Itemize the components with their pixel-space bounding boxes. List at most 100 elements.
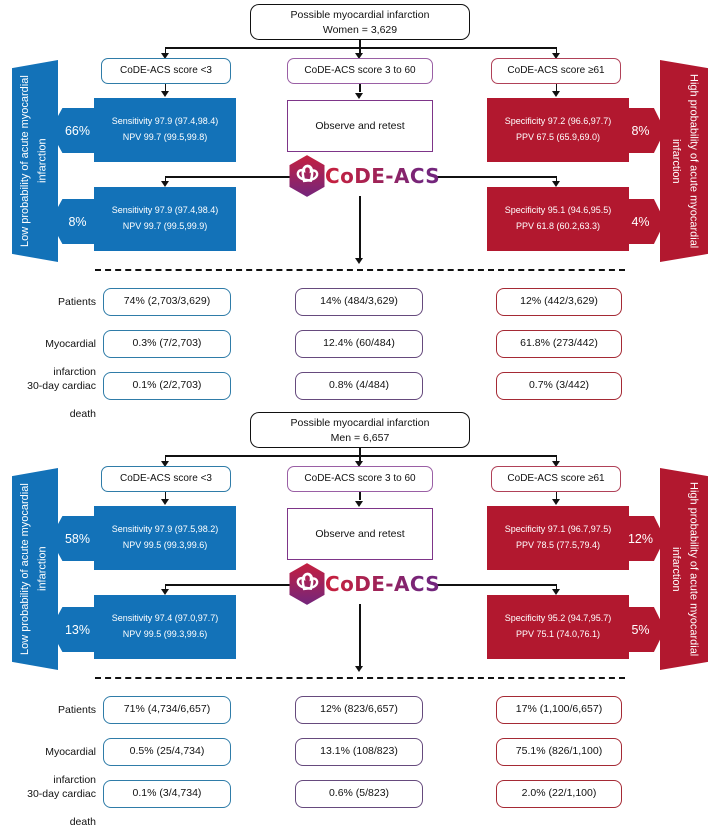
arrowhead-down-icon (355, 258, 363, 264)
arrowhead-down-icon (355, 93, 363, 99)
high-probability-banner: High probability of acute myocardial inf… (660, 468, 708, 670)
npv-value: NPV 99.5 (99.3,99.6) (122, 540, 208, 550)
specificity-value: Specificity 97.1 (96.7,97.5) (504, 524, 612, 535)
table-cell: 12% (442/3,629) (496, 288, 622, 316)
connector-line (164, 48, 167, 54)
specificity-value: Specificity 95.2 (94.7,95.7) (504, 613, 612, 624)
sensitivity-value: Sensitivity 97.9 (97.5,98.2) (111, 524, 219, 535)
table-cell: 2.0% (22/1,100) (496, 780, 622, 808)
sensitivity-value: Sensitivity 97.4 (97.0,97.7) (111, 613, 219, 624)
sensitivity-npv-box-1: Sensitivity 97.9 (97.4,98.4) NPV 99.7 (9… (94, 98, 236, 162)
specificity-ppv-box-1: Specificity 97.2 (96.6,97.7) PPV 67.5 (6… (487, 98, 629, 162)
banner-text: Low probability of acute myocardial infa… (19, 75, 49, 247)
connector-line (555, 584, 558, 590)
table-cell: 0.1% (2/2,703) (103, 372, 231, 400)
table-cell: 0.3% (7/2,703) (103, 330, 231, 358)
connector-line (359, 604, 361, 667)
npv-value: NPV 99.5 (99.3,99.6) (122, 629, 208, 639)
connector-line (359, 84, 361, 92)
table-cell: 75.1% (826/1,100) (496, 738, 622, 766)
row-label-mi: Myocardial infarction (45, 746, 96, 786)
table-cell: 0.7% (3/442) (496, 372, 622, 400)
population-title: Possible myocardial infarction (290, 417, 430, 429)
connector-line (437, 584, 557, 586)
connector-line (359, 492, 361, 500)
sensitivity-npv-box-1: Sensitivity 97.9 (97.5,98.2) NPV 99.5 (9… (94, 506, 236, 570)
logo-wordmark: CoDE-ACS (325, 572, 441, 596)
population-box: Possible myocardial infarction Women = 3… (250, 4, 470, 40)
table-cell: 0.5% (25/4,734) (103, 738, 231, 766)
banner-text: Low probability of acute myocardial infa… (19, 483, 49, 655)
connector-line (555, 176, 558, 182)
dashed-separator (95, 269, 625, 271)
arrowhead-down-icon (551, 461, 560, 467)
connector-line (359, 456, 361, 462)
connector-line (165, 176, 291, 178)
connector-line (165, 584, 291, 586)
row-label-mi: Myocardial infarction (45, 338, 96, 378)
arrowhead-down-icon (160, 589, 169, 595)
connector-line (164, 456, 167, 462)
arrowhead-down-icon (551, 499, 560, 505)
connector-line (165, 455, 557, 457)
connector-line (164, 176, 167, 182)
observe-retest-box: Observe and retest (287, 100, 433, 152)
score-high-box: CoDE-ACS score ≥61 (491, 58, 621, 84)
logo-wordmark: CoDE-ACS (325, 164, 441, 188)
high-percent-arrow-1: 8% (624, 108, 665, 153)
ppv-value: PPV 67.5 (65.9,69.0) (515, 132, 601, 142)
connector-line (359, 40, 361, 47)
interlocked-hearts-hexagon-icon (289, 155, 325, 197)
high-percent-arrow-2: 4% (624, 199, 665, 244)
connector-line (164, 584, 167, 590)
table-cell: 14% (484/3,629) (295, 288, 423, 316)
banner-text: High probability of acute myocardial inf… (670, 481, 700, 657)
arrowhead-down-icon (160, 499, 169, 505)
code-acs-logo: CoDE-ACS (287, 153, 447, 199)
row-label-patients: Patients (58, 704, 96, 716)
panel-women: Possible myocardial infarction Women = 3… (0, 0, 720, 420)
arrowhead-down-icon (551, 53, 560, 59)
arrowhead-down-icon (355, 666, 363, 672)
table-cell: 13.1% (108/823) (295, 738, 423, 766)
score-low-box: CoDE-ACS score <3 (101, 58, 231, 84)
population-title: Possible myocardial infarction (290, 9, 430, 21)
arrowhead-down-icon (551, 91, 560, 97)
arrowhead-down-icon (160, 53, 169, 59)
connector-line (555, 456, 558, 462)
arrowhead-down-icon (160, 181, 169, 187)
table-cell: 12.4% (60/484) (295, 330, 423, 358)
row-label-cardiac-death: 30-day cardiac death (27, 380, 96, 420)
table-cell: 61.8% (273/442) (496, 330, 622, 358)
connector-line (359, 48, 361, 54)
score-mid-box: CoDE-ACS score 3 to 60 (287, 58, 433, 84)
arrowhead-down-icon (160, 461, 169, 467)
connector-line (164, 84, 167, 92)
observe-retest-box: Observe and retest (287, 508, 433, 560)
row-label-patients: Patients (58, 296, 96, 308)
score-high-box: CoDE-ACS score ≥61 (491, 466, 621, 492)
npv-value: NPV 99.7 (99.5,99.9) (122, 221, 208, 231)
connector-line (165, 47, 557, 49)
arrowhead-down-icon (551, 589, 560, 595)
ppv-value: PPV 75.1 (74.0,76.1) (515, 629, 601, 639)
connector-line (359, 448, 361, 455)
row-label-cardiac-death: 30-day cardiac death (27, 788, 96, 828)
population-count: Women = 3,629 (322, 24, 398, 37)
arrowhead-down-icon (355, 53, 363, 59)
population-box: Possible myocardial infarction Men = 6,6… (250, 412, 470, 448)
arrowhead-down-icon (355, 461, 363, 467)
high-percent-arrow-1: 12% (624, 516, 665, 561)
sensitivity-value: Sensitivity 97.9 (97.4,98.4) (111, 205, 219, 216)
specificity-ppv-box-2: Specificity 95.2 (94.7,95.7) PPV 75.1 (7… (487, 595, 629, 659)
interlocked-hearts-hexagon-icon (289, 563, 325, 605)
score-low-box: CoDE-ACS score <3 (101, 466, 231, 492)
dashed-separator (95, 677, 625, 679)
sensitivity-npv-box-2: Sensitivity 97.4 (97.0,97.7) NPV 99.5 (9… (94, 595, 236, 659)
connector-line (359, 196, 361, 259)
connector-line (437, 176, 557, 178)
specificity-ppv-box-2: Specificity 95.1 (94.6,95.5) PPV 61.8 (6… (487, 187, 629, 251)
sensitivity-value: Sensitivity 97.9 (97.4,98.4) (111, 116, 219, 127)
ppv-value: PPV 61.8 (60.2,63.3) (515, 221, 601, 231)
